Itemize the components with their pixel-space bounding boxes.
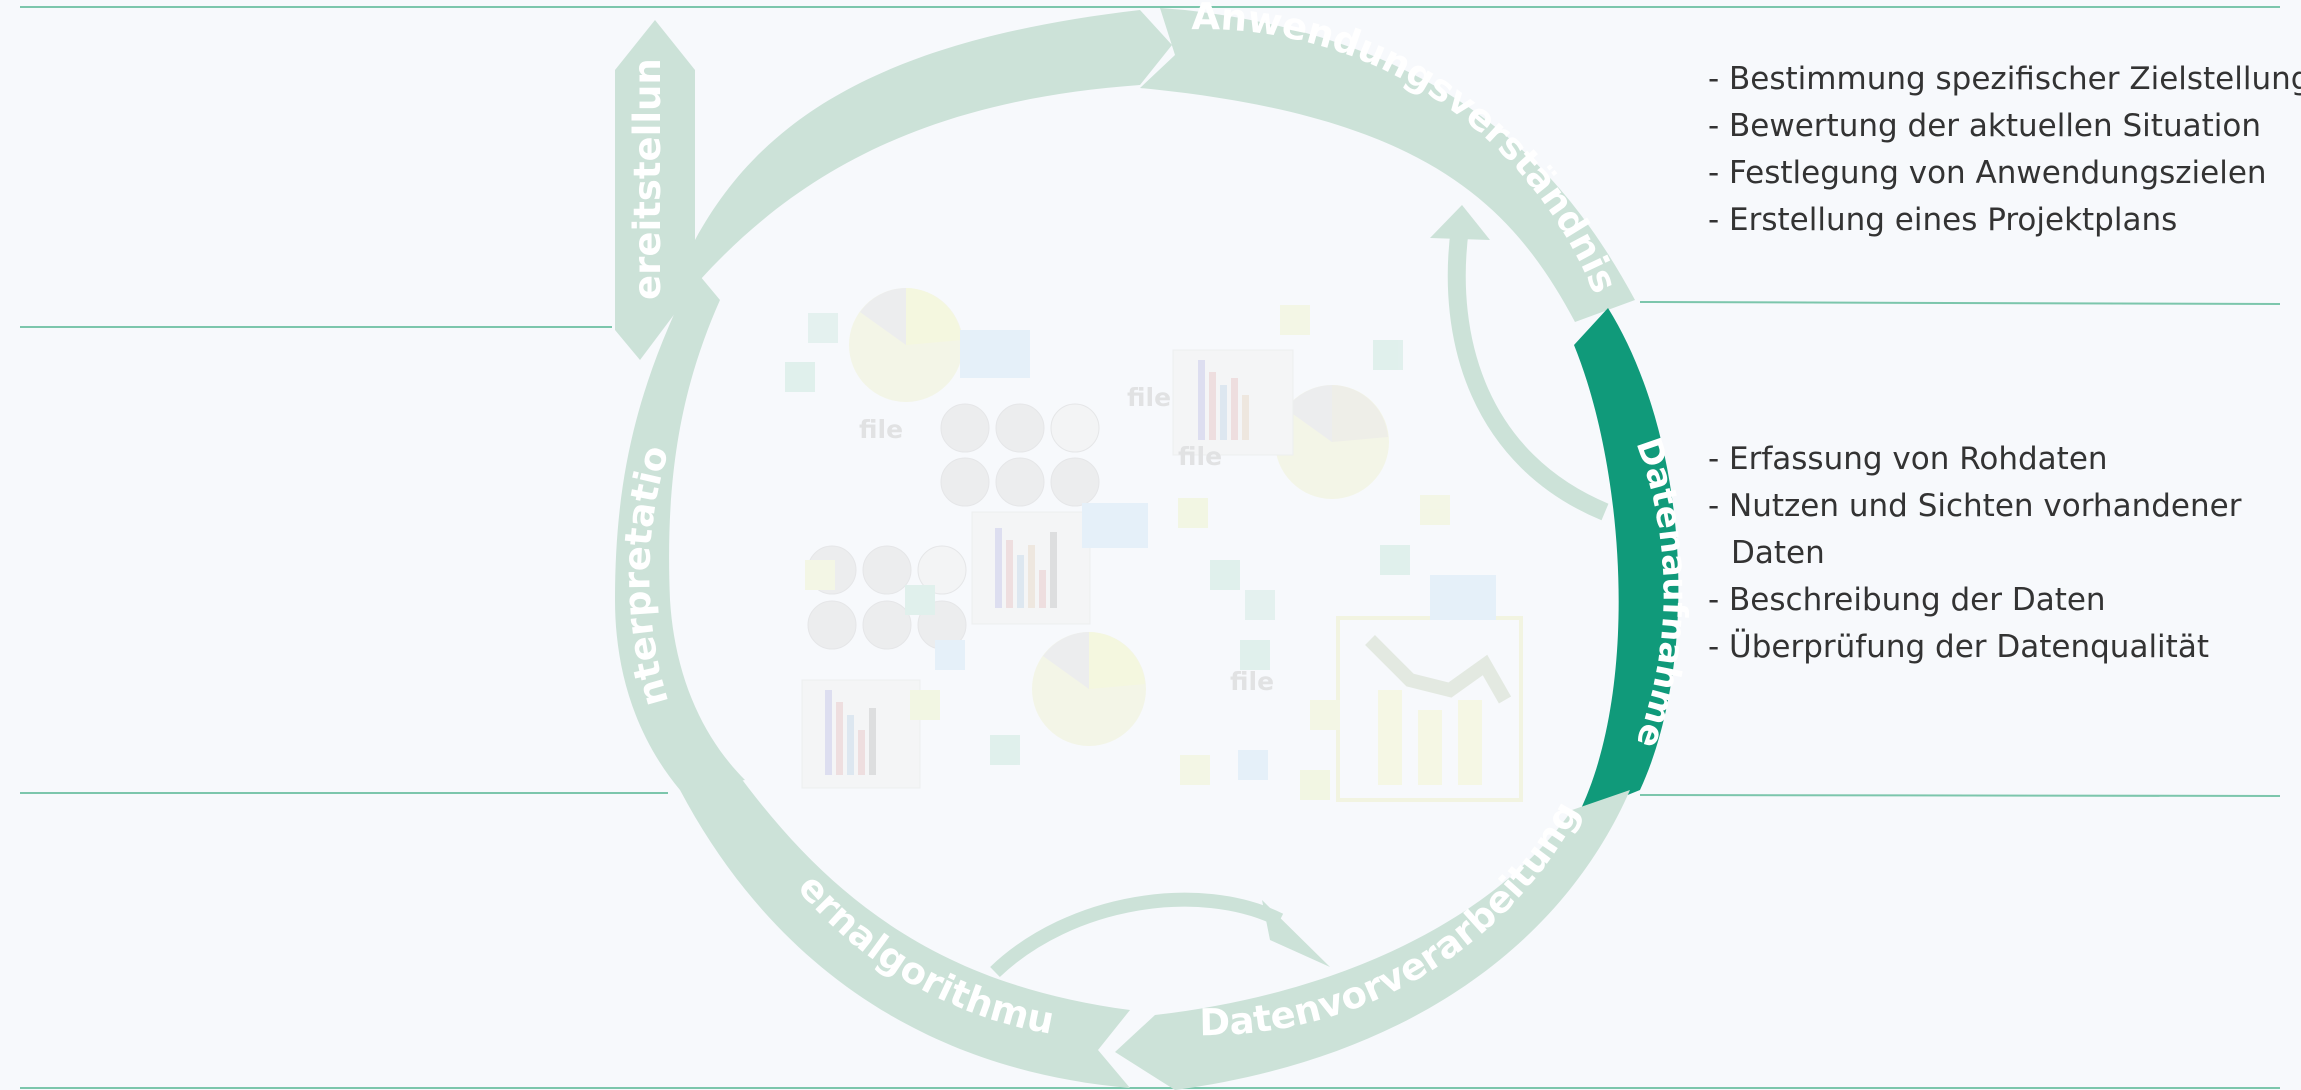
pie-chart-icon xyxy=(1032,632,1146,746)
description-item: - Bestimmung spezifischer Zielstellung xyxy=(1708,61,2301,97)
inner-arrow-lower xyxy=(990,892,1284,978)
description-item: - Überprüfung der Datenqualität xyxy=(1708,629,2209,665)
center-illustration: file file file file xyxy=(785,288,1523,802)
description-item: - Festlegung von Anwendungszielen xyxy=(1708,155,2267,191)
description-item: - Bewertung der aktuellen Situation xyxy=(1708,108,2261,144)
anwendungsverstaendnis-description: - Bestimmung spezifischer Zielstellung -… xyxy=(1708,56,2301,244)
segment-interpretation xyxy=(615,270,745,790)
segment-datenaufnahme xyxy=(1574,308,1679,815)
bar-chart-icon xyxy=(971,511,1091,625)
rule-line-right-1 xyxy=(1639,301,2281,305)
inner-arrow-lower-head xyxy=(1262,900,1330,967)
file-label: file xyxy=(859,415,903,444)
description-item: - Erstellung eines Projektplans xyxy=(1708,202,2178,238)
description-item: - Nutzen und Sichten vorhandener Daten xyxy=(1708,488,2242,571)
rule-line-right-2 xyxy=(1639,794,2281,797)
segment-lernalgorithmus xyxy=(680,745,1130,1088)
segment-datenvorverarbeitung xyxy=(1115,790,1630,1090)
inner-arrow-upper xyxy=(1447,226,1609,521)
bar-chart-icon xyxy=(1172,349,1294,456)
label-interpretation: Interpretation xyxy=(0,0,677,711)
segment-bereitstellung xyxy=(615,10,1172,360)
rule-lines xyxy=(20,6,2281,1089)
file-labels: file file file file xyxy=(859,383,1274,696)
colored-squares xyxy=(785,305,1496,800)
growth-chart-icon xyxy=(1336,616,1523,802)
bar-chart-icon xyxy=(801,679,921,789)
file-label: file xyxy=(1178,442,1222,471)
segment-anwendungsverstaendnis xyxy=(1140,8,1635,322)
thumbnail-icons xyxy=(807,403,1100,650)
inner-arrow-upper-head xyxy=(1430,205,1490,240)
pie-chart-icon xyxy=(1275,385,1389,499)
label-lernalgorithmus: Lernalgorithmus xyxy=(0,0,1058,1043)
file-label: file xyxy=(1127,383,1171,412)
description-item: - Beschreibung der Daten xyxy=(1708,582,2106,618)
pie-chart-icon xyxy=(849,288,963,402)
label-bereitstellung: Bereitstellung xyxy=(0,0,669,300)
file-label: file xyxy=(1230,667,1274,696)
description-item: - Erfassung von Rohdaten xyxy=(1708,441,2108,477)
cycle-segments xyxy=(615,8,1679,1090)
datenaufnahme-description: - Erfassung von Rohdaten - Nutzen und Si… xyxy=(1708,436,2251,671)
